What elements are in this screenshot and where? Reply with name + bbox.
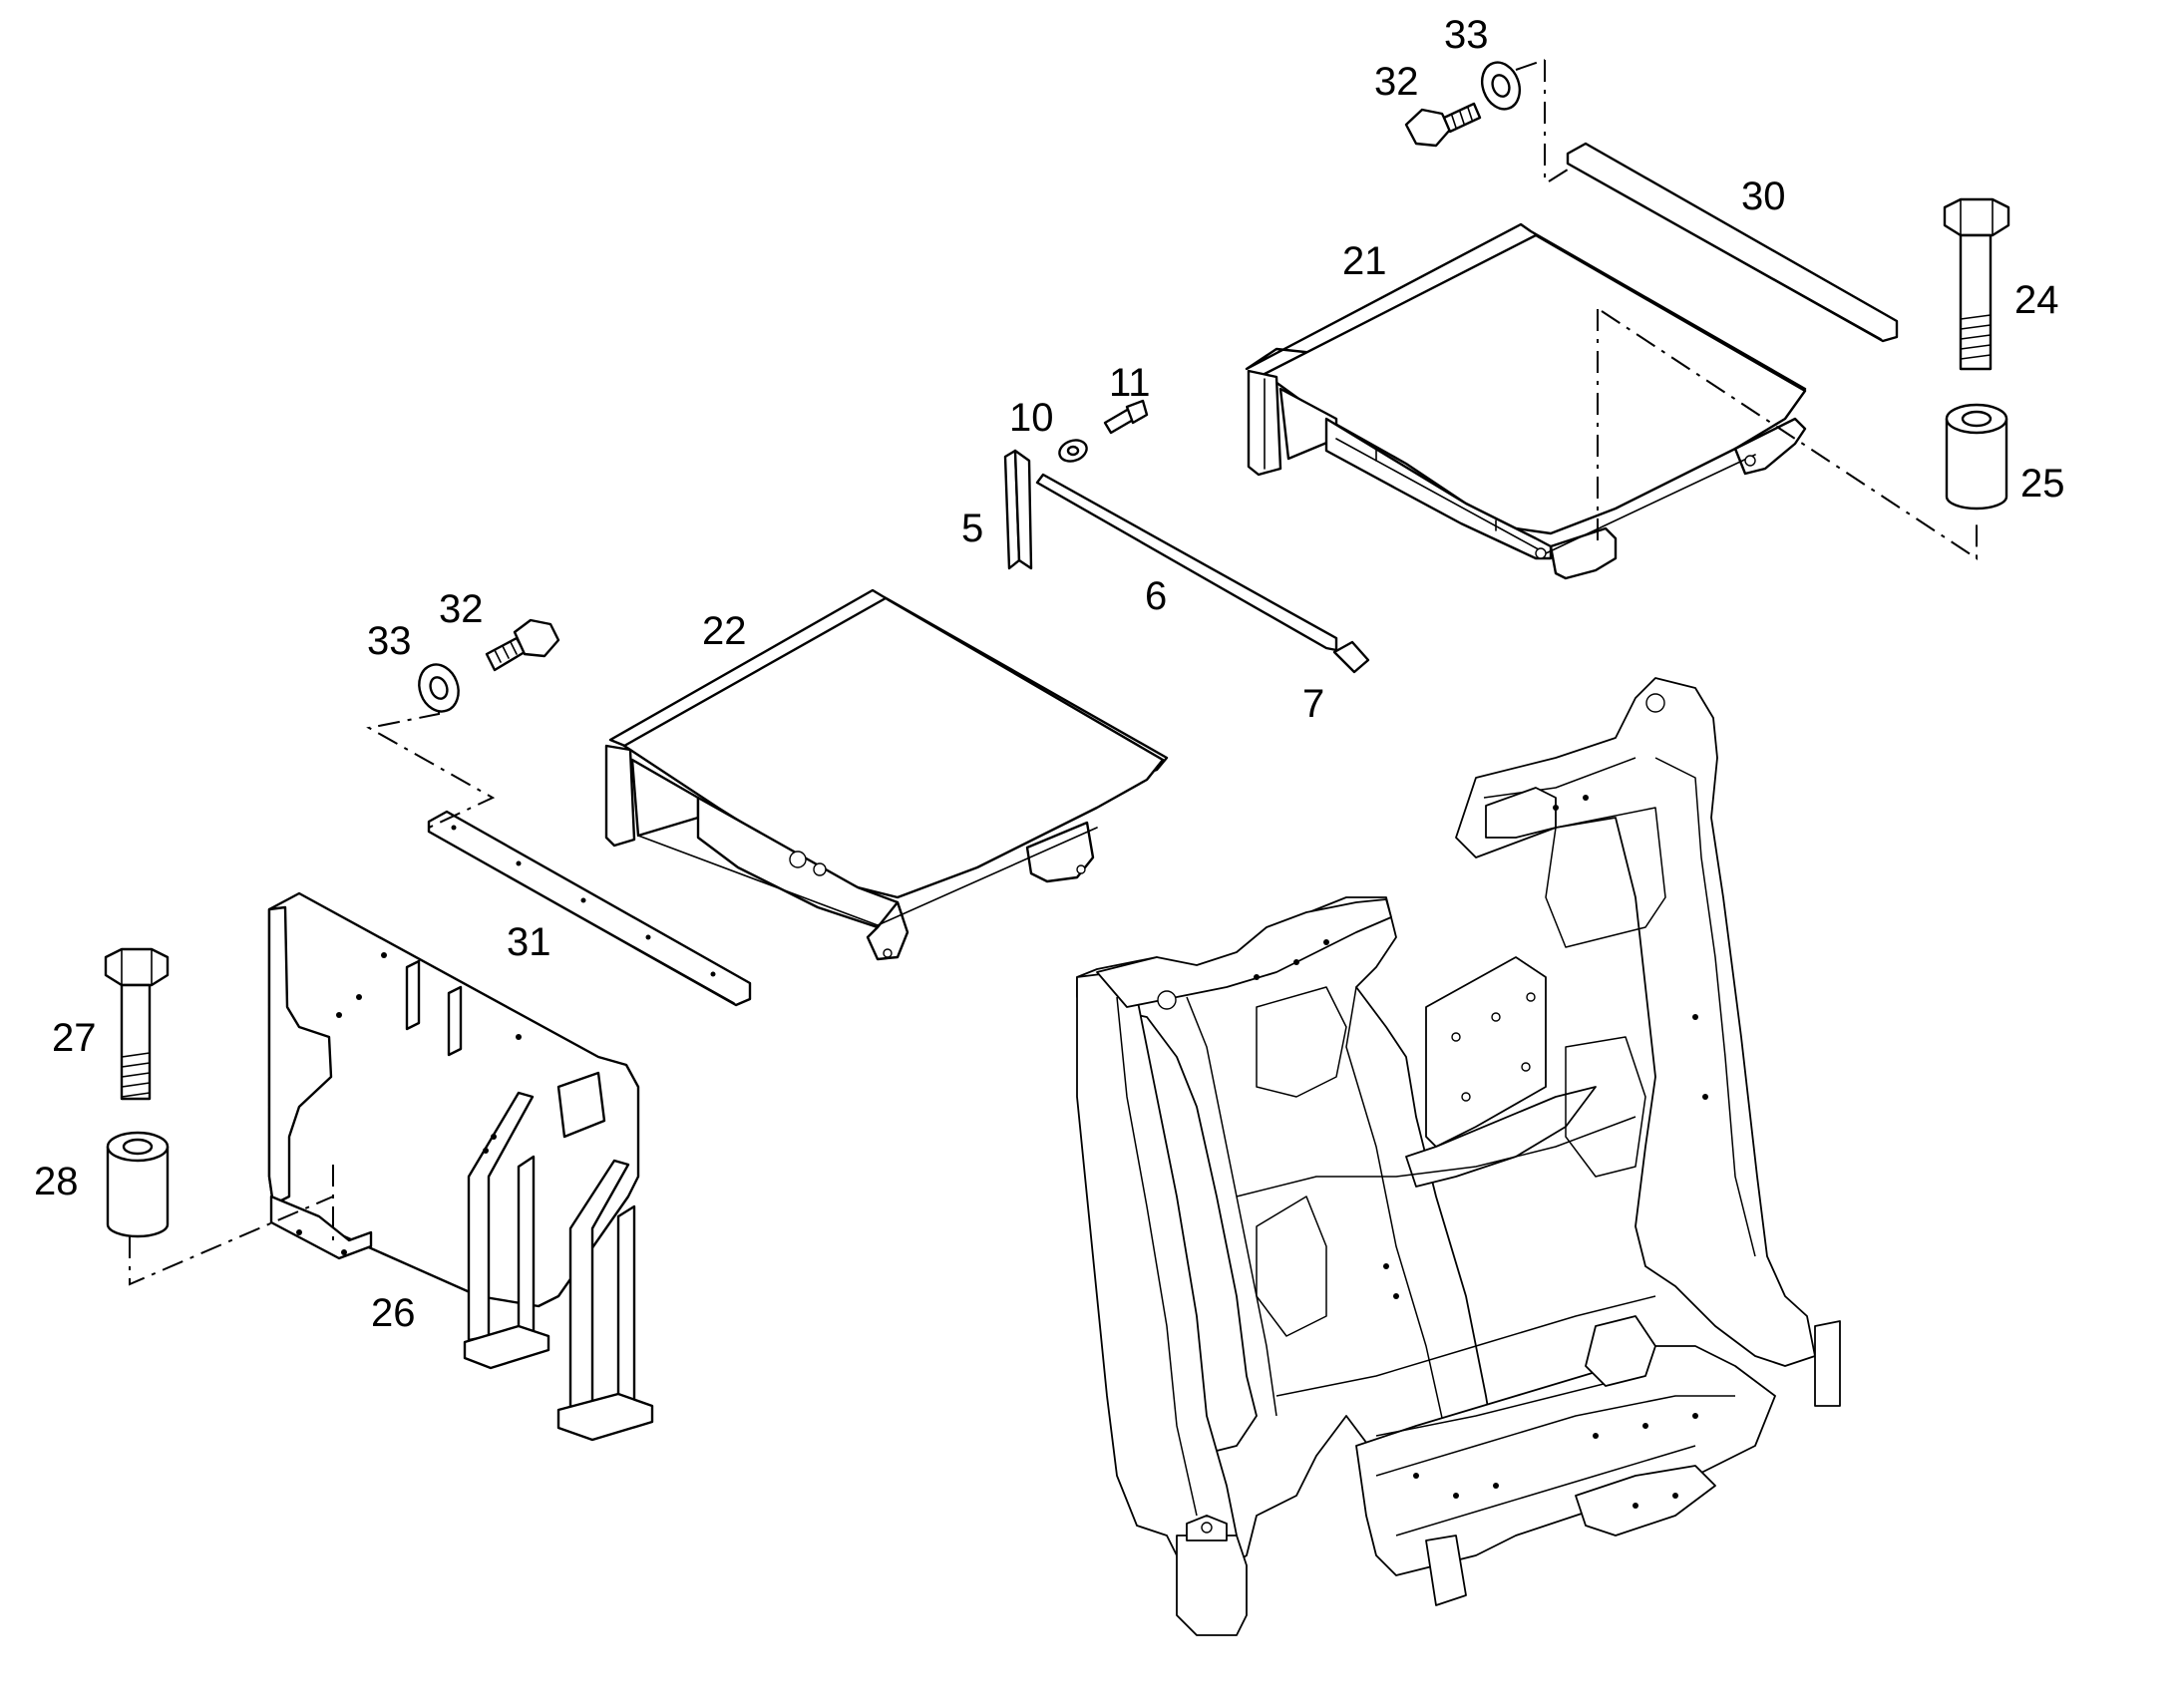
callout-30: 30 [1741,174,1786,218]
part-11-screw [1103,399,1149,435]
callout-27: 27 [52,1016,97,1060]
part-25-spacer [1945,403,2008,511]
part-33-washer-top [1480,61,1522,111]
part-31-rail [427,810,752,1007]
main-frame-assembly [1076,677,1841,1636]
callout-11: 11 [1109,361,1151,405]
callout-10: 10 [1009,396,1054,440]
part-6-strip [1035,473,1338,652]
callout-32-left: 32 [439,587,484,631]
callout-22: 22 [702,609,747,653]
part-5-bracket [1003,449,1033,570]
leader-lines [129,59,1978,1286]
part-28-spacer [106,1131,170,1238]
part-7-clip [1332,640,1370,674]
part-32-bolt-left [485,618,560,672]
callout-7: 7 [1302,682,1324,726]
callout-25: 25 [2020,462,2065,506]
part-33-washer-left [418,663,460,713]
callout-21: 21 [1342,239,1387,283]
part-22-tray [604,588,1169,961]
callout-31: 31 [507,920,551,964]
callout-26: 26 [371,1291,416,1335]
callout-5: 5 [961,507,983,550]
part-27-bolt [104,947,170,1101]
callout-labels: 33 32 30 21 24 25 11 10 5 6 7 32 33 22 3… [34,13,2065,1335]
part-32-bolt-top [1404,102,1482,148]
callout-24: 24 [2014,278,2059,322]
callout-33-left: 33 [367,619,412,663]
part-21-tray [1245,222,1807,580]
callout-6: 6 [1145,574,1167,618]
callout-28: 28 [34,1160,79,1203]
part-30-rail [1566,142,1899,343]
part-24-bolt [1943,197,2010,371]
part-26-panel [267,891,654,1442]
callout-32-top: 32 [1374,60,1419,104]
callout-33-top: 33 [1444,13,1489,57]
part-10-washer [1058,439,1088,463]
